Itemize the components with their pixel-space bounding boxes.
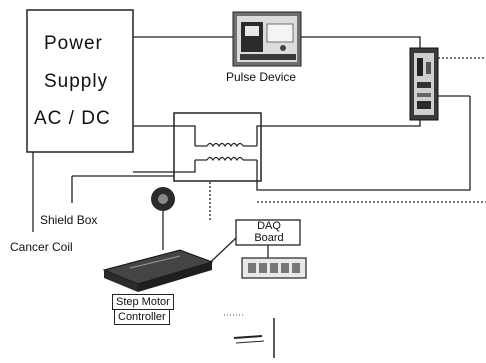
power-supply-label-line2: Supply [44, 71, 108, 93]
step-motor-image [151, 187, 175, 211]
small-apparatus-image [224, 315, 274, 358]
instrument-panel-image [410, 48, 438, 120]
daq-terminal-image [242, 258, 306, 278]
step-motor-controller-label-line1: Step Motor [112, 294, 174, 310]
step-motor-controller-image [104, 250, 212, 292]
power-supply-label-line3: AC / DC [34, 108, 111, 130]
power-supply-label-line1: Power [44, 33, 103, 55]
step-motor-controller-label-line2: Controller [114, 309, 170, 325]
shield-box-label: Shield Box [40, 213, 97, 227]
daq-board-label-line2: Board [247, 232, 291, 244]
pulse-device-image [233, 12, 301, 66]
pulse-device-label: Pulse Device [226, 70, 296, 84]
cancer-coil-label: Cancer Coil [10, 240, 73, 254]
daq-board-label-line1: DAQ [254, 220, 284, 232]
shield-box-enclosure [174, 113, 261, 181]
